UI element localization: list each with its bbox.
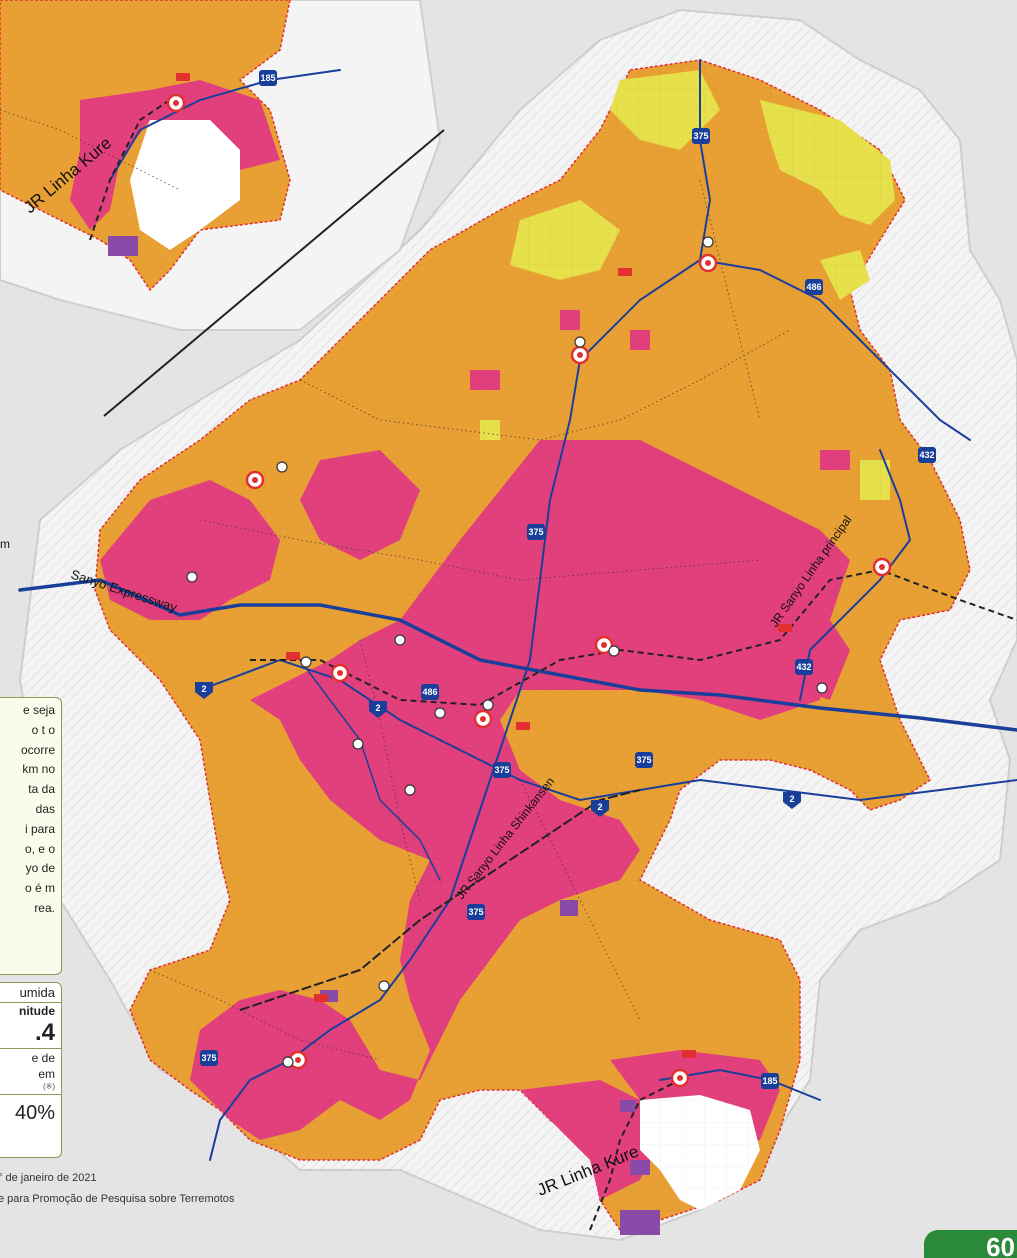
svg-text:2: 2 <box>597 802 602 812</box>
inset-sea <box>130 120 240 250</box>
route-shield: 486 <box>805 279 823 295</box>
sanyo-shinkansen-rail <box>239 789 641 1011</box>
city-office-icon <box>330 663 350 683</box>
svg-text:2: 2 <box>375 703 380 713</box>
credit-date: ° de janeiro de 2021 <box>0 1172 97 1184</box>
explanation-line: e seja <box>22 703 55 717</box>
magnitude-value: .4 <box>0 1019 61 1049</box>
inset-kure-line-rail <box>89 99 171 241</box>
explanation-line: km no <box>22 762 55 777</box>
cut-off-text: m <box>0 537 10 551</box>
svg-text:185: 185 <box>762 1076 777 1086</box>
probability-value: 40% <box>14 1102 55 1124</box>
probability-label: e de <box>31 1051 55 1065</box>
route-shield: 185 <box>761 1073 779 1089</box>
route-shield: 2 <box>591 800 609 817</box>
route-375-road <box>209 59 712 1161</box>
probability-note: (※) <box>0 1081 61 1095</box>
sanyo-main-line-rail <box>250 568 1017 707</box>
explanation-line: ocorre <box>20 742 55 757</box>
svg-text:2: 2 <box>201 684 206 694</box>
explanation-box: e seja o t o ocorre km no ta da das i pa… <box>0 697 62 975</box>
svg-text:375: 375 <box>494 765 509 775</box>
route-shield: 375 <box>692 128 710 144</box>
fire-station-icon <box>176 73 190 81</box>
sanyo-expressway-road <box>18 578 1017 732</box>
city-office-icon <box>166 93 186 113</box>
misc-road <box>299 659 441 881</box>
route-432-road <box>799 449 912 701</box>
route-486-road <box>699 259 971 441</box>
route-shield: 2 <box>369 701 387 718</box>
local-office-markers <box>186 236 828 1068</box>
city-office-icon <box>594 635 614 655</box>
probability-label-2: em <box>38 1067 55 1081</box>
route-shield: 432 <box>795 659 813 675</box>
magnitude-label: nitude <box>19 1004 55 1018</box>
svg-text:2: 2 <box>789 794 794 804</box>
assumed-earthquake-label: umida <box>0 983 61 1003</box>
explanation-line: das <box>35 801 55 816</box>
city-office-icon <box>670 1068 690 1088</box>
rail-lines <box>89 99 1017 1231</box>
fire-station-icon <box>314 994 328 1002</box>
explanation-line: i para <box>24 821 55 836</box>
svg-text:375: 375 <box>693 131 708 141</box>
city-office-icon <box>473 709 493 729</box>
svg-text:486: 486 <box>422 687 437 697</box>
svg-text:375: 375 <box>636 755 651 765</box>
route-shield: 375 <box>527 524 545 540</box>
explanation-line: yo de <box>25 861 55 876</box>
fire-station-icon <box>286 652 300 660</box>
route-shield: 2 <box>783 792 801 809</box>
explanation-line: o é m <box>24 881 55 896</box>
earthquake-assumption-box: umida nitude .4 e de em (※) 40% <box>0 982 62 1158</box>
route-185-road <box>659 1068 821 1101</box>
explanation-line: o t o <box>31 722 55 737</box>
fire-station-icon <box>778 624 792 632</box>
svg-text:432: 432 <box>796 662 811 672</box>
inset-region-magenta <box>70 80 280 230</box>
explanation-line: rea. <box>34 900 55 915</box>
fire-station-icon <box>516 722 530 730</box>
route-shield: 185 <box>259 70 277 86</box>
svg-text:375: 375 <box>468 907 483 917</box>
city-office-icon <box>245 470 265 490</box>
city-office-icon <box>698 253 718 273</box>
municipal-boundaries <box>0 109 791 1061</box>
route-shield: 375 <box>200 1050 218 1066</box>
fire-station-markers <box>176 73 792 1058</box>
explanation-line: ta da <box>28 782 55 797</box>
route-shield: 375 <box>467 904 485 920</box>
explanation-line: o, e o <box>24 841 55 856</box>
route-shield: 375 <box>635 752 653 768</box>
fire-station-icon <box>682 1050 696 1058</box>
inset-route-185-road <box>109 69 341 181</box>
fire-station-icon <box>618 268 632 276</box>
inset-divider <box>103 129 445 417</box>
route-shield: 432 <box>918 447 936 463</box>
page-number-tab: 60 <box>924 1230 1017 1258</box>
route-shield: 486 <box>421 684 439 700</box>
credit-source: e para Promoção de Pesquisa sobre Terrem… <box>0 1193 235 1205</box>
kure-line-rail <box>589 1079 681 1231</box>
svg-text:486: 486 <box>806 282 821 292</box>
route-shields: 375 375 375 375 375 375 486 486 432 432 … <box>195 70 936 1089</box>
city-office-markers <box>166 93 892 1088</box>
city-office-icon <box>570 345 590 365</box>
svg-text:185: 185 <box>260 73 275 83</box>
svg-text:375: 375 <box>528 527 543 537</box>
route-shield: 2 <box>195 682 213 699</box>
page-number: 60 <box>986 1232 1015 1258</box>
svg-text:375: 375 <box>201 1053 216 1063</box>
city-office-icon <box>872 557 892 577</box>
svg-text:432: 432 <box>919 450 934 460</box>
route-shield: 375 <box>493 762 511 778</box>
